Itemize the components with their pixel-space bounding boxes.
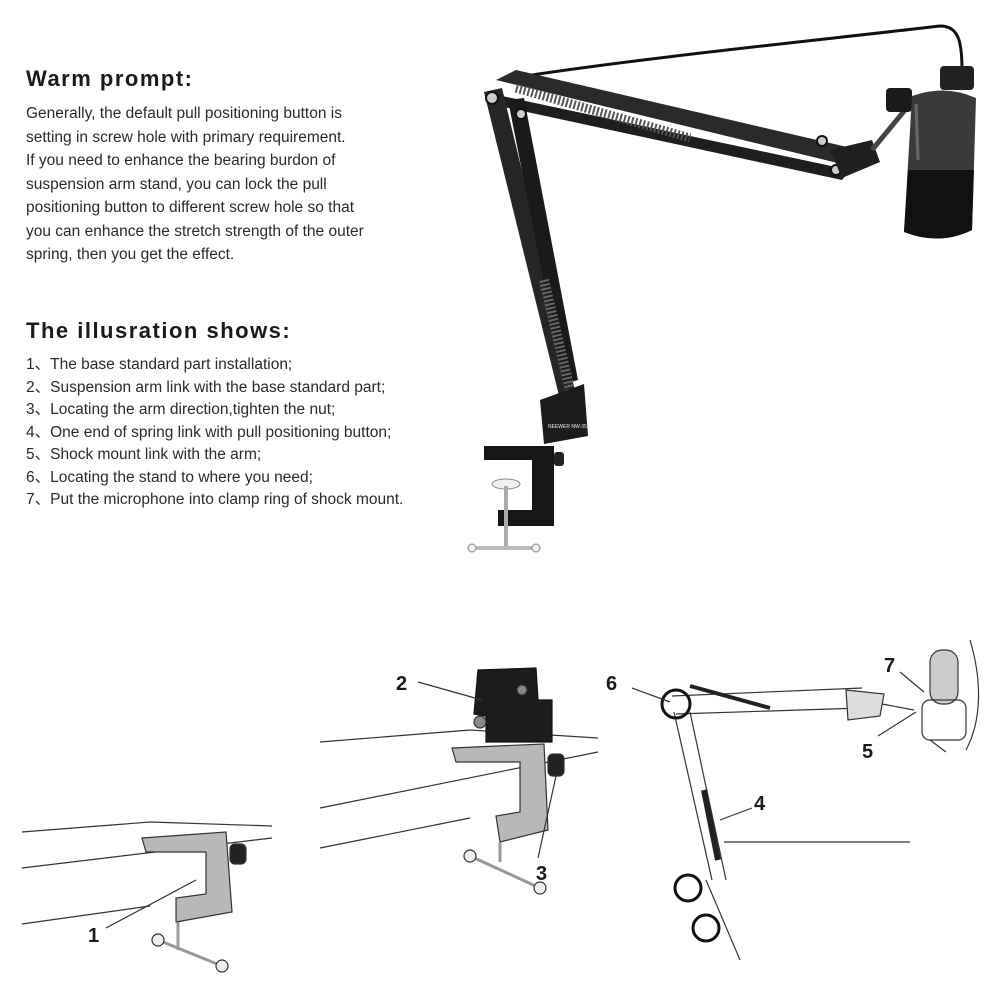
clamp-knob (229, 843, 247, 865)
warm-prompt-line: you can enhance the stretch strength of … (26, 222, 364, 240)
callout-6: 6 (606, 673, 617, 695)
warm-prompt-line: Generally, the default pull positioning … (26, 105, 342, 122)
callout-leader (631, 687, 671, 703)
mount-stem (870, 108, 907, 152)
upper-arm-rail (496, 70, 860, 166)
highlight-ring (673, 873, 703, 903)
illustration-heading: The illusration shows: (26, 318, 292, 343)
step-item: 7、Put the microphone into clamp ring of … (26, 491, 404, 508)
callout-leader (537, 775, 557, 859)
highlight-ring (691, 913, 721, 943)
elbow-plate (830, 140, 880, 178)
highlight-ring (660, 688, 692, 720)
joint-bolt (816, 135, 828, 147)
step-item: 5、Shock mount link with the arm; (26, 446, 262, 463)
upper-arm-rail-lower (490, 96, 850, 180)
warm-prompt-heading: Warm prompt: (26, 66, 194, 91)
warm-prompt-line: If you need to enhance the bearing burdo… (26, 152, 336, 169)
table-edge (21, 821, 273, 833)
callout-3: 3 (536, 863, 547, 885)
step-item: 2、Suspension arm link with the base stan… (26, 378, 386, 396)
step-item: 6、Locating the stand to where you need; (26, 468, 313, 486)
callout-7: 7 (884, 655, 895, 677)
callout-leader (899, 671, 925, 693)
warm-prompt-line: positioning button to different screw ho… (26, 199, 355, 216)
lower-arm-rail-back (508, 98, 578, 384)
warm-prompt-paragraph: Generally, the default pull positioning … (26, 102, 466, 267)
condenser-microphone (904, 66, 976, 239)
callout-leader (719, 807, 753, 821)
callout-leader (877, 711, 917, 737)
table-edge (319, 729, 599, 743)
callout-1: 1 (88, 925, 99, 947)
clamp-body (451, 743, 549, 843)
step-item: 4、One end of spring link with pull posit… (26, 423, 392, 441)
mount-clip (886, 88, 912, 112)
diagram-base-link (319, 667, 599, 895)
step-item: 3、Locating the arm direction,tighten the… (26, 401, 336, 418)
diagram-arm-assembly (631, 639, 980, 961)
joint-bolt (485, 91, 499, 105)
diagram-clamp-install (21, 821, 273, 973)
callout-2: 2 (396, 673, 407, 695)
callout-leader (417, 681, 483, 701)
warm-prompt-line: spring, then you get the effect. (26, 246, 235, 263)
clamp-body (141, 831, 233, 923)
base-bracket (540, 384, 588, 444)
step-item: 1、The base standard part installation; (26, 356, 293, 373)
mic-cable (511, 24, 964, 80)
installation-steps-list: 1、The base standard part installation; 2… (26, 354, 403, 512)
arm-base-part (473, 667, 553, 743)
sketch-microphone (921, 639, 980, 753)
clamp-knob (547, 753, 565, 777)
callout-leader (105, 879, 197, 929)
callout-4: 4 (754, 793, 766, 815)
warm-prompt-line: suspension arm stand, you can lock the p… (26, 175, 327, 193)
joint-bolt (515, 108, 527, 120)
callout-5: 5 (862, 741, 873, 763)
product-label: NEEWER NW-35 (548, 424, 587, 430)
boom-arm-photo: NEEWER NW-35 (467, 24, 976, 553)
lower-spring (539, 278, 575, 392)
warm-prompt-line: setting in screw hole with primary requi… (26, 128, 346, 146)
desk-clamp (467, 446, 564, 553)
